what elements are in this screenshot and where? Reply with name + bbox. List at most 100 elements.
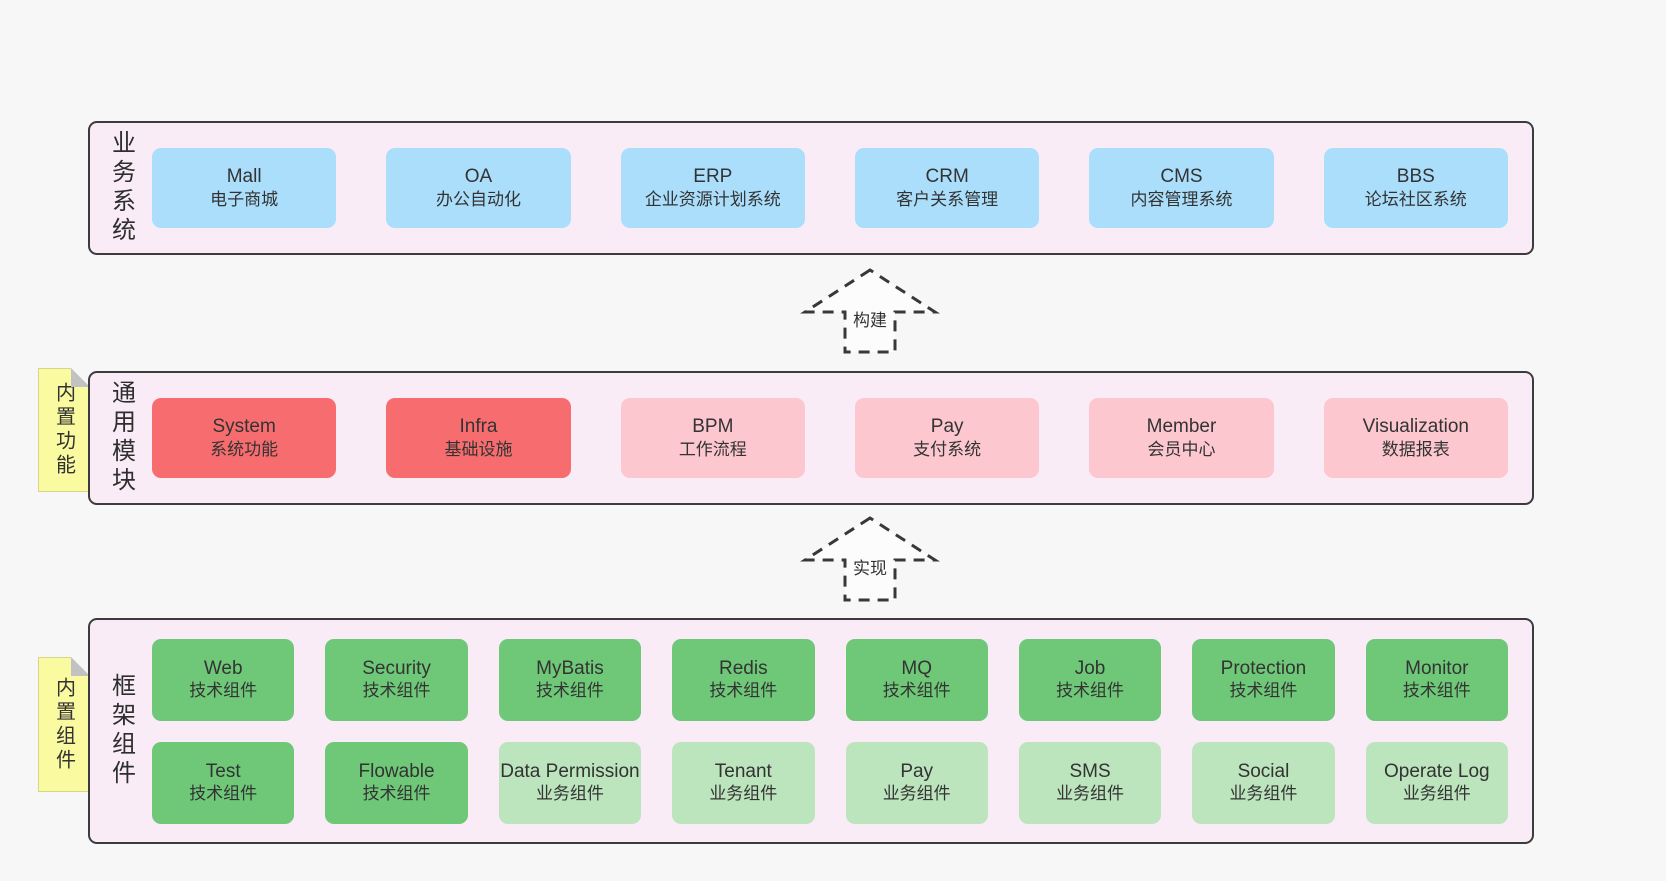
box-pay: Pay 支付系统	[854, 398, 1040, 478]
business-systems-row: Mall 电子商城 OA 办公自动化 ERP 企业资源计划系统 CRM 客户关系…	[152, 123, 1532, 253]
box-title: Social	[1237, 760, 1290, 782]
box-subtitle: 会员中心	[1147, 440, 1216, 459]
box-job: Job 技术组件	[1018, 638, 1162, 721]
box-title: Pay	[900, 760, 934, 782]
box-subtitle: 业务组件	[535, 783, 604, 803]
framework-components-row-2: Test 技术组件 Flowable 技术组件 Data Permission …	[152, 741, 1508, 824]
box-title: ERP	[693, 166, 733, 187]
box-mall: Mall 电子商城	[152, 148, 337, 228]
layer-common-modules: 通用模块 System 系统功能 Infra 基础设施 BPM 工作流程 Pay…	[88, 371, 1534, 505]
box-title: Security	[362, 657, 431, 679]
box-title: Protection	[1220, 657, 1307, 679]
layer-framework-components: 框架组件 Web 技术组件 Security 技术组件 MyBatis 技术组件…	[88, 618, 1534, 844]
box-infra: Infra 基础设施	[386, 398, 571, 478]
box-subtitle: 内容管理系统	[1130, 190, 1233, 209]
box-sms: SMS 业务组件	[1018, 741, 1162, 824]
box-test: Test 技术组件	[152, 741, 295, 824]
box-title: BPM	[692, 416, 734, 437]
box-social: Social 业务组件	[1192, 741, 1335, 824]
box-subtitle: 业务组件	[1402, 783, 1471, 803]
box-system: System 系统功能	[152, 398, 337, 478]
box-subtitle: 技术组件	[1056, 680, 1125, 700]
box-subtitle: 客户关系管理	[896, 190, 999, 209]
box-title: Member	[1146, 416, 1217, 437]
box-subtitle: 技术组件	[1402, 680, 1471, 700]
box-member: Member 会员中心	[1089, 398, 1274, 478]
box-subtitle: 工作流程	[678, 440, 747, 459]
layer-label: 业务系统	[107, 130, 135, 246]
fold-corner-icon	[71, 657, 90, 676]
box-title: System	[212, 416, 276, 437]
layer-label: 框架组件	[107, 673, 135, 789]
box-title: CRM	[925, 166, 969, 187]
box-subtitle: 技术组件	[882, 680, 951, 700]
box-subtitle: 电子商城	[210, 190, 279, 209]
box-subtitle: 业务组件	[882, 783, 951, 803]
box-title: MyBatis	[536, 657, 604, 679]
sticky-note-built-in-components: 内置组件	[38, 657, 90, 792]
box-crm: CRM 客户关系管理	[854, 148, 1040, 228]
box-title: Mall	[226, 166, 262, 187]
box-subtitle: 技术组件	[189, 783, 258, 803]
box-title: Operate Log	[1383, 760, 1490, 782]
box-subtitle: 业务组件	[709, 783, 778, 803]
box-title: Job	[1074, 657, 1106, 679]
box-subtitle: 业务组件	[1056, 783, 1125, 803]
box-pay-business: Pay 业务组件	[845, 741, 988, 824]
box-subtitle: 系统功能	[210, 440, 279, 459]
box-subtitle: 基础设施	[444, 440, 513, 459]
box-monitor: Monitor 技术组件	[1365, 638, 1508, 721]
box-subtitle: 数据报表	[1381, 440, 1450, 459]
box-subtitle: 支付系统	[913, 440, 982, 459]
box-oa: OA 办公自动化	[386, 148, 571, 228]
box-title: Visualization	[1362, 416, 1469, 437]
sticky-note-label: 内置功能	[52, 382, 75, 478]
implement-arrow-icon: 实现	[800, 514, 940, 604]
box-tenant: Tenant 业务组件	[672, 741, 815, 824]
box-title: SMS	[1069, 760, 1111, 782]
box-subtitle: 技术组件	[1229, 680, 1298, 700]
layer-business-systems: 业务系统 Mall 电子商城 OA 办公自动化 ERP 企业资源计划系统 CRM…	[88, 121, 1534, 255]
box-title: Data Permission	[500, 760, 640, 782]
box-subtitle: 技术组件	[362, 680, 431, 700]
sticky-note-label: 内置组件	[52, 676, 75, 773]
box-title: Infra	[459, 416, 498, 437]
box-operate-log: Operate Log 业务组件	[1365, 741, 1508, 824]
implement-arrow-label: 实现	[850, 554, 890, 579]
box-subtitle: 论坛社区系统	[1364, 190, 1467, 209]
box-subtitle: 技术组件	[535, 680, 604, 700]
box-title: BBS	[1396, 166, 1435, 187]
box-flowable: Flowable 技术组件	[325, 741, 468, 824]
box-visualization: Visualization 数据报表	[1323, 398, 1508, 478]
box-security: Security 技术组件	[325, 638, 468, 721]
framework-components-grid: Web 技术组件 Security 技术组件 MyBatis 技术组件 Redi…	[152, 620, 1532, 842]
build-arrow-label: 构建	[850, 306, 890, 331]
box-subtitle: 技术组件	[189, 680, 258, 700]
build-arrow-icon: 构建	[800, 266, 940, 356]
sticky-note-built-in-features: 内置功能	[38, 368, 90, 492]
box-web: Web 技术组件	[152, 638, 295, 721]
framework-components-row-1: Web 技术组件 Security 技术组件 MyBatis 技术组件 Redi…	[152, 638, 1508, 721]
box-cms: CMS 内容管理系统	[1089, 148, 1274, 228]
box-erp: ERP 企业资源计划系统	[620, 148, 805, 228]
box-subtitle: 企业资源计划系统	[644, 190, 781, 209]
box-protection: Protection 技术组件	[1192, 638, 1335, 721]
box-data-permission: Data Permission 业务组件	[498, 741, 642, 824]
box-subtitle: 技术组件	[709, 680, 778, 700]
box-title: Redis	[719, 657, 768, 679]
box-title: CMS	[1160, 166, 1203, 187]
box-mybatis: MyBatis 技术组件	[498, 638, 642, 721]
box-title: Pay	[930, 416, 964, 437]
box-title: Web	[203, 657, 243, 679]
box-title: Monitor	[1405, 657, 1469, 679]
box-mq: MQ 技术组件	[845, 638, 988, 721]
fold-corner-icon	[71, 368, 90, 387]
box-title: OA	[464, 166, 493, 187]
box-bpm: BPM 工作流程	[620, 398, 805, 478]
box-redis: Redis 技术组件	[672, 638, 815, 721]
box-title: Tenant	[714, 760, 772, 782]
box-title: MQ	[901, 657, 932, 679]
box-subtitle: 业务组件	[1229, 783, 1298, 803]
box-title: Flowable	[358, 760, 435, 782]
box-title: Test	[205, 760, 241, 782]
